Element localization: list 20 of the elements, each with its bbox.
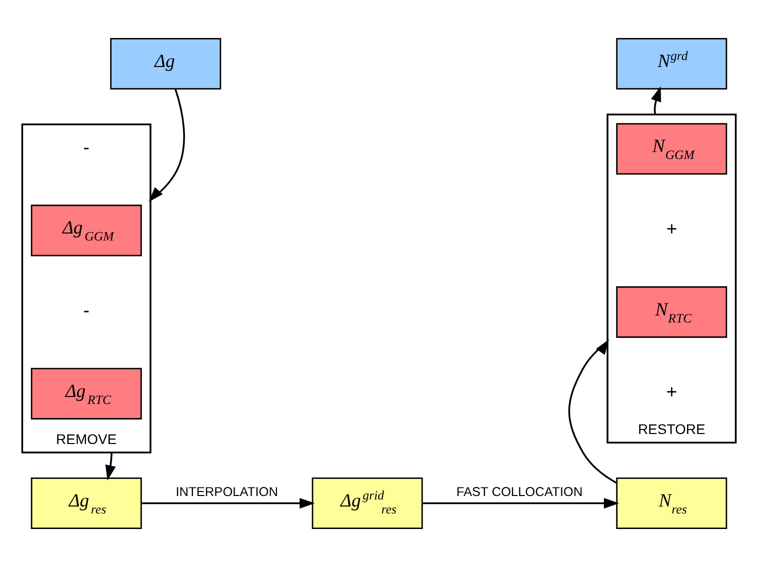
node-box: N$^{grd}$: [616, 37, 728, 89]
arrow: [422, 497, 620, 508]
label: +: [666, 217, 678, 238]
arrow: [105, 452, 116, 480]
arrow: [148, 88, 185, 202]
node-box: Δg$_{res}$: [30, 477, 142, 529]
edge-label: INTERPOLATION: [176, 484, 278, 499]
node-box: Δg$_{GGM}$: [30, 204, 142, 256]
edge-label: FAST COLLOCATION: [456, 484, 583, 499]
arrow: [650, 86, 662, 114]
node-box: N$_{RTC}$: [616, 286, 728, 338]
label: -: [83, 136, 90, 157]
node-box: Δg$_{RTC}$: [30, 367, 142, 419]
arrow: [568, 338, 617, 484]
arrow: [141, 497, 315, 508]
label: +: [666, 380, 678, 402]
node-box: N$_{res}$: [616, 477, 728, 529]
node-box: N$_{GGM}$: [616, 122, 728, 174]
label: -: [83, 298, 90, 320]
node-box: Δg: [110, 37, 222, 89]
